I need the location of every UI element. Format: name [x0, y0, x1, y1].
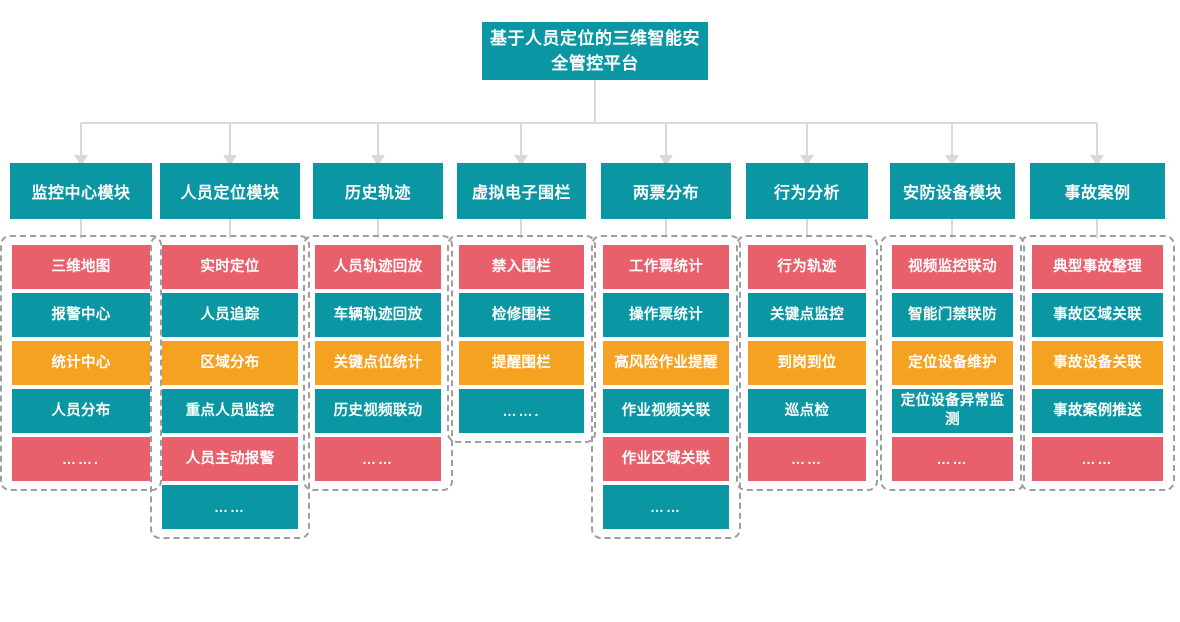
leaf-item[interactable]: 人员轨迹回放: [315, 245, 441, 289]
column-group-history-track: 人员轨迹回放车辆轨迹回放关键点位统计历史视频联动……: [303, 235, 453, 491]
leaf-item[interactable]: 巡点检: [748, 389, 866, 433]
leaf-item[interactable]: 定位设备维护: [892, 341, 1013, 385]
leaf-item[interactable]: 关键点位统计: [315, 341, 441, 385]
column-header-monitor-center[interactable]: 监控中心模块: [10, 163, 152, 219]
leaf-item[interactable]: 典型事故整理: [1032, 245, 1163, 289]
leaf-item[interactable]: 行为轨迹: [748, 245, 866, 289]
leaf-item[interactable]: 高风险作业提醒: [603, 341, 729, 385]
column-monitor-center: 监控中心模块三维地图报警中心统计中心人员分布…….: [0, 163, 162, 491]
leaf-item[interactable]: 事故区域关联: [1032, 293, 1163, 337]
leaf-item[interactable]: ……: [748, 437, 866, 481]
leaf-item[interactable]: …….: [12, 437, 150, 481]
leaf-item[interactable]: …….: [459, 389, 584, 433]
leaf-item[interactable]: 实时定位: [162, 245, 298, 289]
column-virtual-fence: 虚拟电子围栏禁入围栏检修围栏提醒围栏…….: [447, 163, 596, 443]
leaf-item[interactable]: 车辆轨迹回放: [315, 293, 441, 337]
leaf-item[interactable]: 报警中心: [12, 293, 150, 337]
leaf-item[interactable]: 视频监控联动: [892, 245, 1013, 289]
column-history-track: 历史轨迹人员轨迹回放车辆轨迹回放关键点位统计历史视频联动……: [303, 163, 453, 491]
leaf-item[interactable]: ……: [892, 437, 1013, 481]
leaf-item[interactable]: 工作票统计: [603, 245, 729, 289]
column-group-monitor-center: 三维地图报警中心统计中心人员分布…….: [0, 235, 162, 491]
leaf-item[interactable]: 检修围栏: [459, 293, 584, 337]
leaf-item[interactable]: 事故案例推送: [1032, 389, 1163, 433]
column-personnel-positioning: 人员定位模块实时定位人员追踪区域分布重点人员监控人员主动报警……: [150, 163, 310, 539]
leaf-item[interactable]: 统计中心: [12, 341, 150, 385]
column-group-two-tickets: 工作票统计操作票统计高风险作业提醒作业视频关联作业区域关联……: [591, 235, 741, 539]
leaf-item[interactable]: 定位设备异常监测: [892, 389, 1013, 433]
leaf-item[interactable]: 区域分布: [162, 341, 298, 385]
column-group-virtual-fence: 禁入围栏检修围栏提醒围栏…….: [447, 235, 596, 443]
column-header-personnel-positioning[interactable]: 人员定位模块: [160, 163, 300, 219]
column-accident-case: 事故案例典型事故整理事故区域关联事故设备关联事故案例推送……: [1020, 163, 1175, 491]
leaf-item[interactable]: ……: [603, 485, 729, 529]
leaf-item[interactable]: ……: [315, 437, 441, 481]
column-header-two-tickets[interactable]: 两票分布: [601, 163, 731, 219]
column-header-behavior-analysis[interactable]: 行为分析: [746, 163, 868, 219]
leaf-item[interactable]: 到岗到位: [748, 341, 866, 385]
leaf-item[interactable]: 人员主动报警: [162, 437, 298, 481]
platform-title-node[interactable]: 基于人员定位的三维智能安全管控平台: [482, 22, 708, 80]
column-header-accident-case[interactable]: 事故案例: [1030, 163, 1165, 219]
leaf-item[interactable]: 作业视频关联: [603, 389, 729, 433]
leaf-item[interactable]: 历史视频联动: [315, 389, 441, 433]
leaf-item[interactable]: 关键点监控: [748, 293, 866, 337]
platform-title-text: 基于人员定位的三维智能安全管控平台: [490, 29, 700, 73]
leaf-item[interactable]: 禁入围栏: [459, 245, 584, 289]
leaf-item[interactable]: 人员分布: [12, 389, 150, 433]
column-two-tickets: 两票分布工作票统计操作票统计高风险作业提醒作业视频关联作业区域关联……: [591, 163, 741, 539]
column-group-security-device: 视频监控联动智能门禁联防定位设备维护定位设备异常监测……: [880, 235, 1025, 491]
column-group-behavior-analysis: 行为轨迹关键点监控到岗到位巡点检……: [736, 235, 878, 491]
column-header-security-device[interactable]: 安防设备模块: [890, 163, 1015, 219]
column-security-device: 安防设备模块视频监控联动智能门禁联防定位设备维护定位设备异常监测……: [880, 163, 1025, 491]
leaf-item[interactable]: 重点人员监控: [162, 389, 298, 433]
column-group-personnel-positioning: 实时定位人员追踪区域分布重点人员监控人员主动报警……: [150, 235, 310, 539]
leaf-item[interactable]: ……: [162, 485, 298, 529]
leaf-item[interactable]: 作业区域关联: [603, 437, 729, 481]
column-group-accident-case: 典型事故整理事故区域关联事故设备关联事故案例推送……: [1020, 235, 1175, 491]
leaf-item[interactable]: 提醒围栏: [459, 341, 584, 385]
leaf-item[interactable]: 操作票统计: [603, 293, 729, 337]
column-header-history-track[interactable]: 历史轨迹: [313, 163, 443, 219]
column-behavior-analysis: 行为分析行为轨迹关键点监控到岗到位巡点检……: [736, 163, 878, 491]
leaf-item[interactable]: 智能门禁联防: [892, 293, 1013, 337]
leaf-item[interactable]: 事故设备关联: [1032, 341, 1163, 385]
leaf-item[interactable]: ……: [1032, 437, 1163, 481]
leaf-item[interactable]: 人员追踪: [162, 293, 298, 337]
column-header-virtual-fence[interactable]: 虚拟电子围栏: [457, 163, 586, 219]
leaf-item[interactable]: 三维地图: [12, 245, 150, 289]
